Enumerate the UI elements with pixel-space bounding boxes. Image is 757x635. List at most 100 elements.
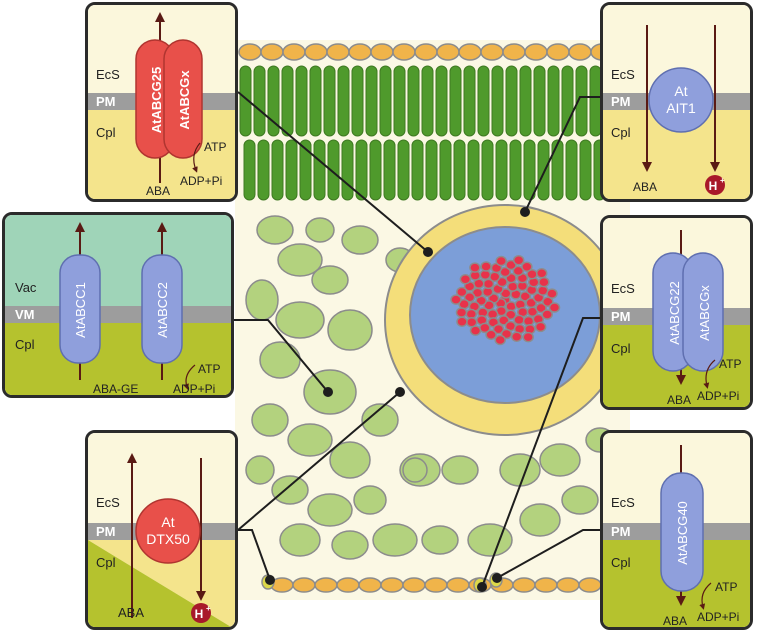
spongy-cell [421, 525, 459, 555]
palisade-cell [271, 139, 284, 201]
epidermal-cell [578, 577, 602, 593]
upper-epidermis [238, 43, 636, 61]
palisade-cell [383, 139, 396, 201]
panel-abcg25: EcS PM Cpl AtABCG25 AtABCGx ATP ADP+Pi A… [85, 2, 238, 202]
xylem-vessel [494, 334, 506, 346]
palisade-cell [295, 65, 308, 137]
spongy-cell [256, 215, 294, 245]
epidermal-cell [534, 577, 558, 593]
palisade-cell [421, 65, 434, 137]
palisade-cell [495, 139, 508, 201]
palisade-cell [477, 65, 490, 137]
xylem-vessel [506, 281, 519, 292]
adp-label: ADP+Pi [180, 174, 222, 188]
abcg40-protein [660, 472, 704, 592]
palisade-cell [299, 139, 312, 201]
epidermal-cell [556, 577, 580, 593]
outside-label: EcS [611, 281, 635, 296]
ait1-label-line2: AIT1 [666, 100, 696, 116]
cytoplasm [5, 323, 231, 395]
xylem-vessel [463, 292, 476, 303]
spongy-cell [251, 403, 289, 437]
spongy-cell [305, 217, 335, 243]
atp-label: ATP [719, 357, 741, 371]
palisade-cell [547, 65, 560, 137]
atp-label: ATP [198, 362, 220, 376]
xylem-vessel [492, 323, 505, 335]
spongy-cell [341, 225, 379, 255]
spongy-cell [353, 485, 387, 515]
epidermal-cell [260, 43, 284, 61]
epidermal-cell [446, 577, 470, 593]
outside-label: EcS [611, 67, 635, 82]
palisade-cell [327, 139, 340, 201]
epidermal-cell [348, 43, 372, 61]
dtx50-protein [135, 498, 201, 564]
epidermal-cell [392, 43, 416, 61]
palisade-cell [281, 65, 294, 137]
epidermal-cell [524, 43, 548, 61]
xylem-vessel [459, 273, 472, 285]
palisade-cell [463, 65, 476, 137]
palisade-cell [393, 65, 406, 137]
abcc2-label: AtABCC2 [155, 282, 170, 338]
substrate-label: ABA-GE [93, 382, 138, 396]
proton-charge: + [720, 176, 725, 185]
xylem-vessel [456, 286, 468, 298]
spongy-cell [361, 403, 399, 437]
panel-abcc: Vac VM Cpl AtABCC1 AtABCC2 ATP ADP+Pi AB… [2, 212, 234, 398]
membrane-label: VM [15, 307, 35, 322]
xylem-vessel [513, 314, 525, 326]
xylem-vessel [510, 331, 523, 343]
proton-label: H [195, 607, 204, 621]
substrate-label: ABA [667, 393, 691, 407]
palisade-cell [253, 65, 266, 137]
palisade-cell [561, 65, 574, 137]
dtx50-label-line2: DTX50 [146, 531, 190, 547]
inside-label: Cpl [611, 125, 631, 140]
palisade-cell [425, 139, 438, 201]
epidermal-cell [480, 43, 504, 61]
xylem-vessel [512, 254, 525, 266]
abcgx-label: AtABCGx [177, 70, 192, 130]
epidermal-cell [402, 577, 426, 593]
substrate-label: ABA [118, 605, 145, 620]
outside-label: EcS [96, 67, 120, 82]
abcc1-label: AtABCC1 [73, 282, 88, 338]
palisade-cell [579, 139, 592, 201]
xylem-vessel [548, 302, 561, 313]
membrane-label: PM [611, 524, 631, 539]
proton-icon [705, 175, 725, 195]
xylem-vessel [469, 325, 482, 336]
palisade-cell [257, 139, 270, 201]
palisade-cell [355, 139, 368, 201]
palisade-cell [575, 65, 588, 137]
membrane-label: PM [611, 94, 631, 109]
abcg22-label: AtABCG22 [667, 281, 682, 345]
palisade-cell [351, 65, 364, 137]
inside-label: Cpl [611, 341, 631, 356]
abcc2-protein [141, 254, 183, 364]
palisade-cell [453, 139, 466, 201]
substrate-label: ABA [633, 180, 657, 194]
xylem-vessel [541, 309, 553, 320]
epidermal-cell [304, 43, 328, 61]
palisade-cell [341, 139, 354, 201]
spongy-cell [467, 523, 513, 557]
spongy-cell [331, 530, 369, 560]
spongy-cell [539, 443, 581, 477]
palisade-cell [505, 65, 518, 137]
xylem-vessel [485, 329, 497, 340]
atp-label: ATP [715, 580, 737, 594]
inside-label: Cpl [611, 555, 631, 570]
epidermal-cell [380, 577, 404, 593]
epidermal-cell [512, 577, 536, 593]
xylem-vessel [535, 302, 547, 314]
spongy-cell [287, 423, 333, 457]
proton-charge: + [206, 604, 211, 613]
abcgx-protein [682, 252, 724, 372]
ait1-label-line1: At [674, 83, 687, 99]
xylem-vessel [505, 301, 517, 312]
xylem-vessel [546, 288, 558, 299]
palisade-cell [481, 139, 494, 201]
